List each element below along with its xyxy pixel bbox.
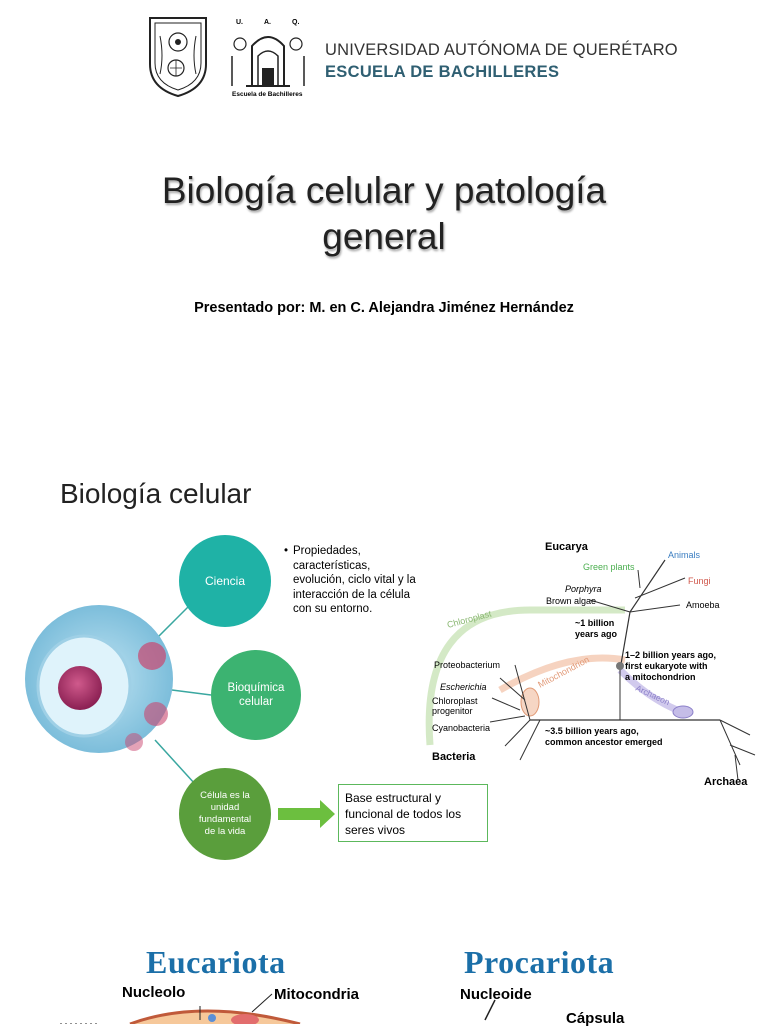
university-seal-logo bbox=[146, 16, 210, 98]
tree-first-euk-c: a mitochondrion bbox=[625, 672, 696, 682]
tree-porphyra: Porphyra bbox=[565, 584, 602, 594]
definition-box: Base estructural y funcional de todos lo… bbox=[338, 784, 488, 842]
tree-animals: Animals bbox=[668, 550, 701, 560]
svg-text:A.: A. bbox=[264, 19, 271, 26]
tree-amoeba: Amoeba bbox=[686, 600, 720, 610]
tree-chloroplast-prog-a: Chloroplast bbox=[432, 696, 478, 706]
school-name: ESCUELA DE BACHILLERES bbox=[325, 63, 560, 81]
tree-1billion-b: years ago bbox=[575, 629, 618, 639]
svg-text:Q.: Q. bbox=[292, 19, 299, 26]
presenter-credit: Presentado por: M. en C. Alejandra Jimén… bbox=[194, 300, 574, 316]
ciencia-bullet-text: Propiedades, características, evolución,… bbox=[293, 545, 416, 615]
tree-chloroplast-prog-b: progenitor bbox=[432, 706, 473, 716]
node-ciencia-label: Ciencia bbox=[204, 574, 246, 588]
university-name: UNIVERSIDAD AUTÓNOMA DE QUERÉTARO bbox=[325, 41, 678, 59]
cell-illustration bbox=[24, 604, 174, 754]
tree-1billion-a: ~1 billion bbox=[575, 618, 614, 628]
slide-title-biologia-celular: Biología celular bbox=[60, 478, 252, 509]
eukaryote-title: Eucariota bbox=[146, 944, 286, 980]
node-ciencia: Ciencia bbox=[179, 535, 271, 627]
uaq-building-logo: U. A. Q. Escuela de Bachilleres bbox=[228, 16, 308, 98]
tree-archaea: Archaea bbox=[704, 776, 748, 788]
tree-first-euk-b: first eukaryote with bbox=[625, 661, 708, 671]
title-line-1: Biología celular y patología bbox=[161, 170, 607, 211]
phylogenetic-tree-diagram: Eucarya Green plants Animals Fungi Porph… bbox=[425, 541, 756, 788]
tree-archaeon: Archaeon bbox=[634, 683, 671, 708]
logo-caption: Escuela de Bachilleres bbox=[232, 91, 303, 98]
prokaryote-title: Procariota bbox=[464, 944, 615, 980]
bullet-dot-icon: • bbox=[284, 545, 289, 557]
label-capsula: Cápsula bbox=[566, 1010, 625, 1027]
tree-first-euk-a: 1–2 billion years ago, bbox=[625, 650, 716, 660]
tree-cyanobacteria: Cyanobacteria bbox=[432, 723, 490, 733]
tree-green-plants: Green plants bbox=[583, 562, 635, 572]
ciencia-bullet: • Propiedades, características, evolució… bbox=[284, 544, 422, 617]
node-celula-label: Célula es la unidad fundamental de la vi… bbox=[198, 790, 252, 837]
tree-bacteria: Bacteria bbox=[432, 751, 476, 763]
presentation-title: Biología celular y patología general bbox=[0, 168, 768, 260]
label-mitocondria: Mitocondria bbox=[274, 986, 359, 1003]
svg-text:U.: U. bbox=[236, 19, 243, 26]
tree-fungi: Fungi bbox=[688, 576, 711, 586]
tree-proteobacterium: Proteobacterium bbox=[434, 660, 500, 670]
node-bioquimica: Bioquímica celular bbox=[211, 650, 301, 740]
tree-ancestor-a: ~3.5 billion years ago, bbox=[545, 726, 639, 736]
tree-ancestor-b: common ancestor emerged bbox=[545, 737, 663, 747]
tree-brown-algae: Brown algae bbox=[546, 596, 596, 606]
node-bioquimica-label: Bioquímica celular bbox=[227, 682, 285, 708]
node-celula: Célula es la unidad fundamental de la vi… bbox=[179, 768, 271, 860]
title-line-2: general bbox=[322, 216, 446, 257]
cell-diagrams bbox=[60, 993, 496, 1024]
label-nucleolo: Nucleolo bbox=[122, 984, 186, 1001]
tree-eucarya: Eucarya bbox=[545, 541, 589, 553]
label-nucleoide: Nucleoide bbox=[460, 986, 532, 1003]
tree-escherichia: Escherichia bbox=[440, 682, 487, 692]
